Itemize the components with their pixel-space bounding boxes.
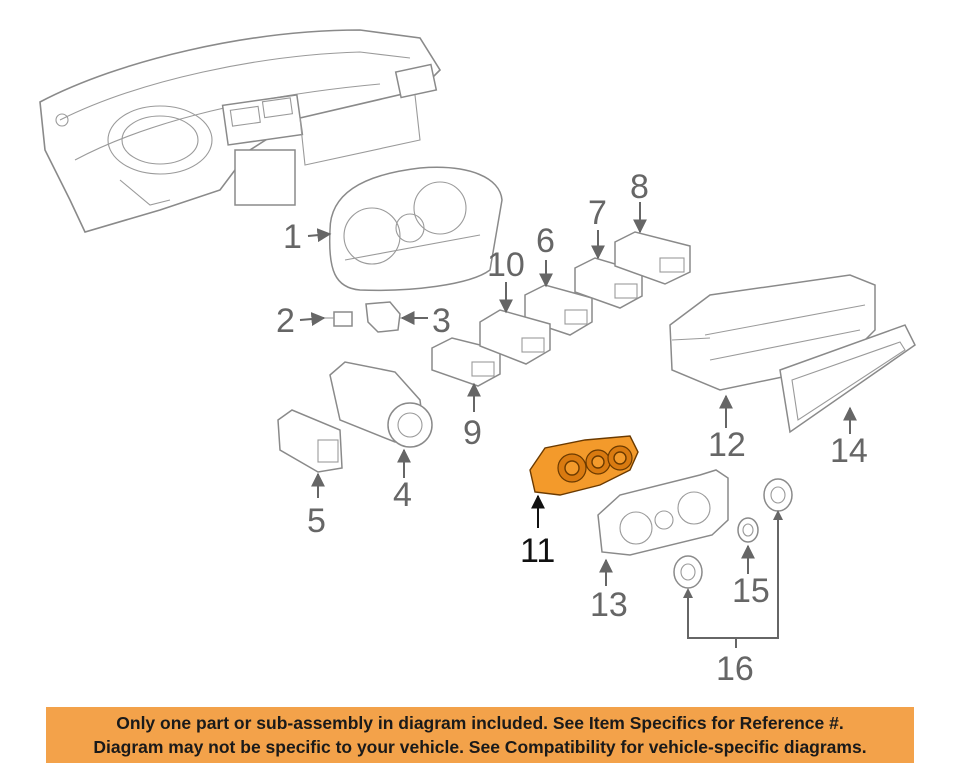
part-11-heater-control-highlighted: [529, 435, 639, 496]
dashboard-outline: [39, 29, 442, 233]
part-16-knob: [763, 478, 793, 512]
leader-lines: [299, 202, 857, 648]
callout-6: 6: [536, 222, 555, 260]
callout-14: 14: [830, 432, 868, 470]
part-2-connector: [322, 311, 353, 327]
callout-7: 7: [588, 194, 607, 232]
part-13-bezel: [597, 469, 729, 556]
part-4-headlight-switch: [329, 361, 433, 448]
callout-10: 10: [487, 246, 525, 284]
callout-15: 15: [732, 572, 770, 610]
disclaimer-banner: Only one part or sub-assembly in diagram…: [46, 707, 914, 763]
callout-16: 16: [716, 650, 754, 688]
callout-9: 9: [463, 414, 482, 452]
part-16-knob: [673, 555, 703, 589]
disclaimer-line-1: Only one part or sub-assembly in diagram…: [116, 713, 844, 733]
part-9-switch: [431, 337, 501, 387]
part-1-instrument-cluster: [328, 166, 503, 292]
part-14-trim-panel: [779, 324, 916, 434]
callout-1: 1: [283, 218, 302, 256]
callout-11-highlighted: 11: [520, 532, 555, 570]
callout-labels: 1 2 3 4 5 6 7 8 9 10 11 12 13 14 15 16: [276, 168, 868, 688]
callout-2: 2: [276, 302, 295, 340]
callout-12: 12: [708, 426, 746, 464]
callout-8: 8: [630, 168, 649, 206]
callout-4: 4: [393, 476, 412, 514]
part-5-switch: [277, 409, 343, 473]
callout-3: 3: [432, 302, 451, 340]
disclaimer-line-2: Diagram may not be specific to your vehi…: [93, 737, 867, 757]
part-15-small-knob: [737, 517, 759, 543]
callout-13: 13: [590, 586, 628, 624]
callout-5: 5: [307, 502, 326, 540]
